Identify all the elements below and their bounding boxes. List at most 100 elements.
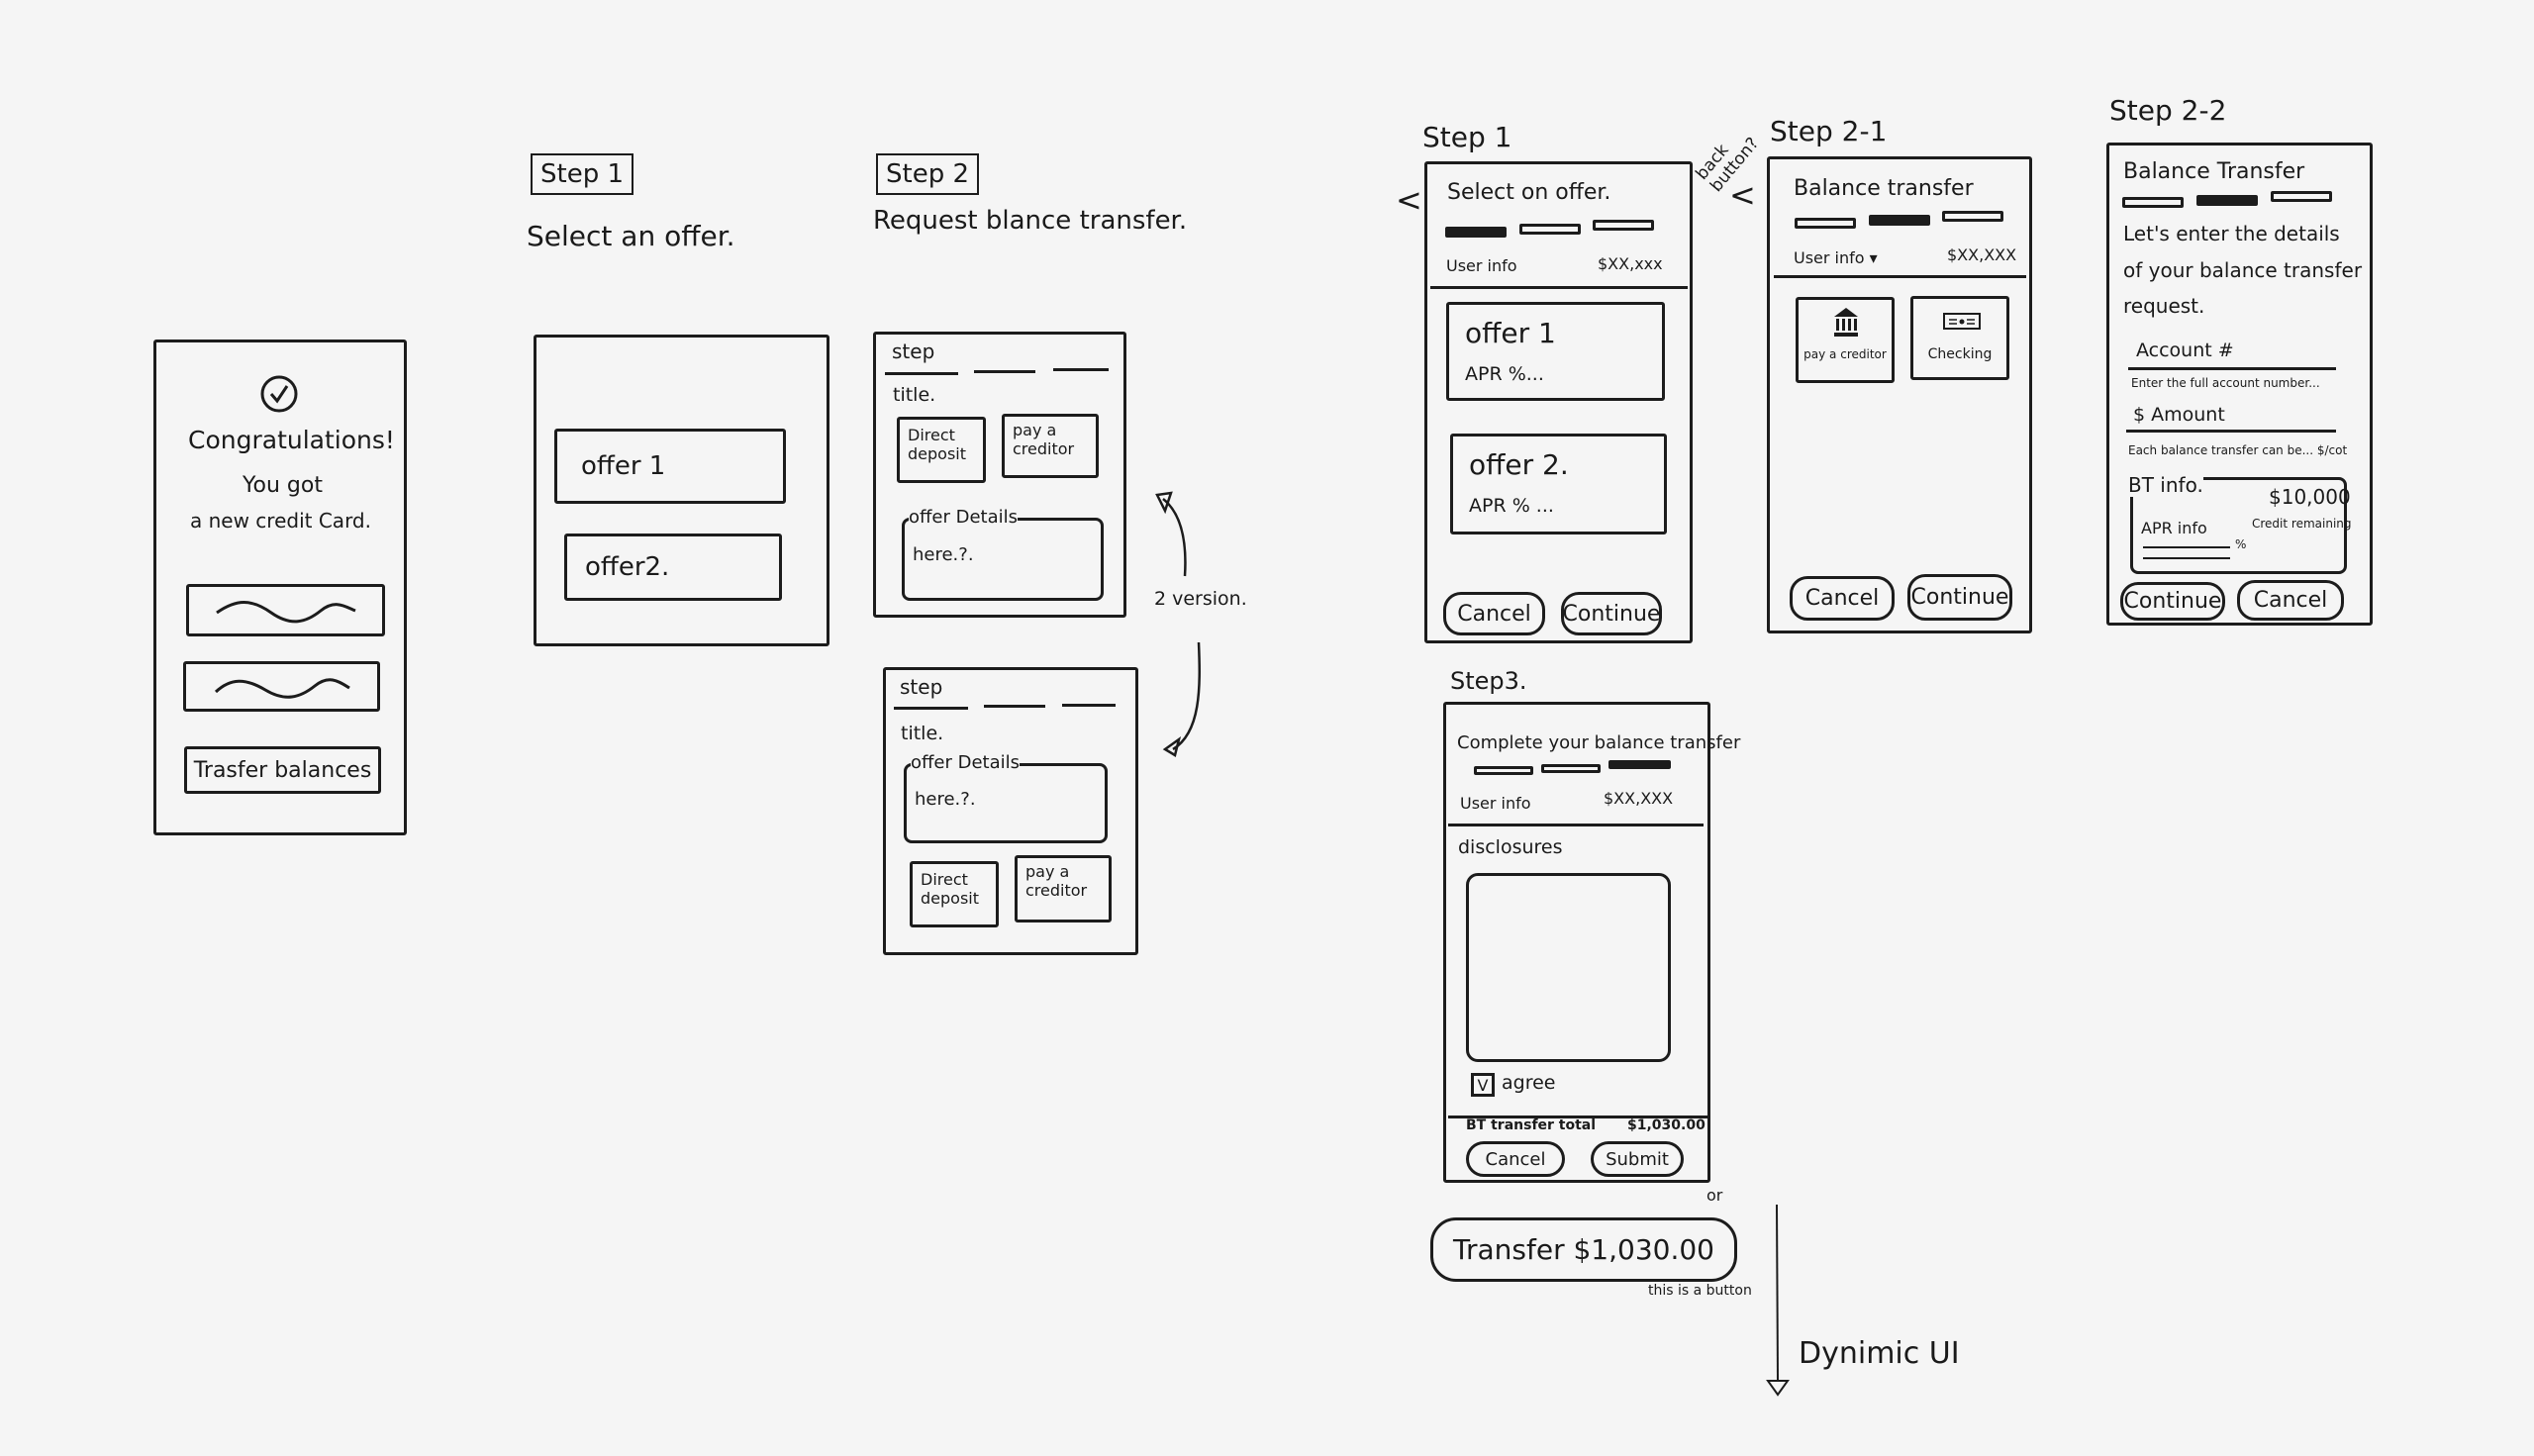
check-card-icon [1943,313,1981,330]
arrow-down-long-icon [1766,1204,1790,1397]
balance-value: $XX,xxx [1598,254,1663,273]
offer-details-here: here.?. [915,789,976,810]
continue-button: Continue [1561,592,1662,635]
transfer-amount-button: Transfer $1,030.00 [1430,1217,1737,1282]
continue-button: Continue [2120,582,2225,621]
version-note: 2 version. [1154,588,1247,610]
step-dash [984,705,1045,708]
intro-title: Congratulations! [188,426,395,454]
offer-1-label: offer 1 [581,451,666,481]
dynamic-ui-note: Dynimic UI [1799,1336,1960,1371]
v2-step3-label: Step3. [1450,667,1527,695]
squiggle-icon [216,601,356,624]
apr-line [2143,546,2230,548]
pay-creditor-tile: pay a creditor [1015,855,1112,922]
bt-total-value: $1,030.00 [1627,1117,1706,1133]
v2-step2-1-card [1767,156,2032,633]
step1-card [534,335,829,646]
progress-step [1942,211,2003,222]
check-circle-icon [260,375,298,413]
step2-card-a [873,332,1126,618]
offer-1-apr: APR %... [1465,363,1544,385]
cancel-button: Cancel [1443,592,1545,635]
button-note: this is a button [1648,1283,1752,1299]
submit-button: Submit [1591,1141,1684,1177]
disclosures-label: disclosures [1458,836,1563,858]
step1-label: Step 1 [531,153,634,195]
v2-step1-title: Select on offer. [1447,180,1611,205]
offer-details-label: offer Details [911,752,1021,773]
placeholder-button-2 [183,661,380,712]
title-text: title. [901,723,944,744]
step-dash [1062,704,1116,707]
account-hint: Enter the full account number... [2131,376,2320,390]
step2-caption: Request blance transfer. [873,206,1188,236]
progress-step [1541,764,1601,773]
apr-info-label: APR info [2141,519,2207,537]
squiggle-icon [214,678,350,699]
offer-1-box: offer 1 [554,429,786,504]
bt-info-label: BT info. [2128,473,2203,497]
step-dash [1053,368,1109,371]
pay-creditor-label: pay a creditor [1025,862,1088,900]
agree-label: agree [1502,1072,1556,1094]
step-text: step [900,675,943,699]
balance-value: $XX,XXX [1604,789,1674,808]
progress-step [1474,766,1533,775]
direct-deposit-label: Direct deposit [908,426,966,463]
cancel-button: Cancel [1790,576,1895,621]
intro-text-1: Let's enter the details [2123,222,2340,245]
transfer-balances-label: Trasfer balances [193,757,372,783]
step-text: step [892,340,935,363]
intro-text-2: of your balance transfer [2123,258,2363,282]
intro-text-3: request. [2123,294,2205,318]
user-info-label: User info [1460,794,1531,813]
amount-field-label: $ Amount [2133,404,2225,426]
user-info-label: User info [1446,256,1517,275]
v2-step2-1-label: Step 2-1 [1770,115,1888,147]
progress-step-active [2196,195,2258,206]
checkmark-icon: V [1477,1075,1489,1095]
or-note: or [1706,1186,1723,1205]
back-chevron-icon: < [1396,181,1422,219]
v2-step2-1-title: Balance transfer [1794,176,1974,201]
offer-details-label: offer Details [909,507,1019,528]
credit-remaining-value: $10,000 [2269,485,2351,509]
v2-step1-label: Step 1 [1422,121,1512,153]
step-dash [894,707,968,710]
arrow-up-icon [1155,491,1187,577]
cancel-button: Cancel [2237,580,2344,621]
offer-2-box: offer2. [564,534,782,601]
account-field-label: Account # [2136,340,2234,361]
checking-tile: Checking [1910,296,2009,380]
offer-1-card: offer 1 APR %... [1446,302,1665,401]
offer-2-label: offer2. [585,552,670,582]
intro-line3: a new credit Card. [190,509,371,533]
balance-value: $XX,XXX [1947,245,2017,264]
cancel-button: Cancel [1466,1141,1565,1177]
step2-label: Step 2 [876,153,980,195]
apr-percent: % [2235,537,2247,551]
account-input-underline [2128,367,2336,370]
divider [1430,286,1688,289]
step2-card-b [883,667,1138,955]
user-info-dropdown: User info ▾ [1794,248,1878,267]
apr-line [2143,557,2230,559]
v2-step1-card [1424,161,1693,643]
v2-step3-title: Complete your balance transfer [1457,732,1741,753]
v2-step3-card [1443,702,1710,1183]
progress-step-active [1445,227,1507,238]
divider [1448,1116,1707,1118]
checking-label: Checking [1927,346,1993,362]
pay-creditor-label: pay a creditor [1803,347,1887,361]
pay-creditor-tile: pay a creditor [1002,414,1099,478]
bt-total-label: BT transfer total [1466,1117,1597,1133]
direct-deposit-tile: Direct deposit [897,417,986,483]
offer-1-name: offer 1 [1465,317,1556,349]
agree-checkbox: V [1471,1073,1495,1097]
credit-remaining-label: Credit remaining [2252,517,2352,531]
offer-2-name: offer 2. [1469,448,1569,481]
progress-step [1519,224,1581,235]
back-chevron-icon: < [1729,176,1756,214]
progress-step [1593,220,1654,231]
